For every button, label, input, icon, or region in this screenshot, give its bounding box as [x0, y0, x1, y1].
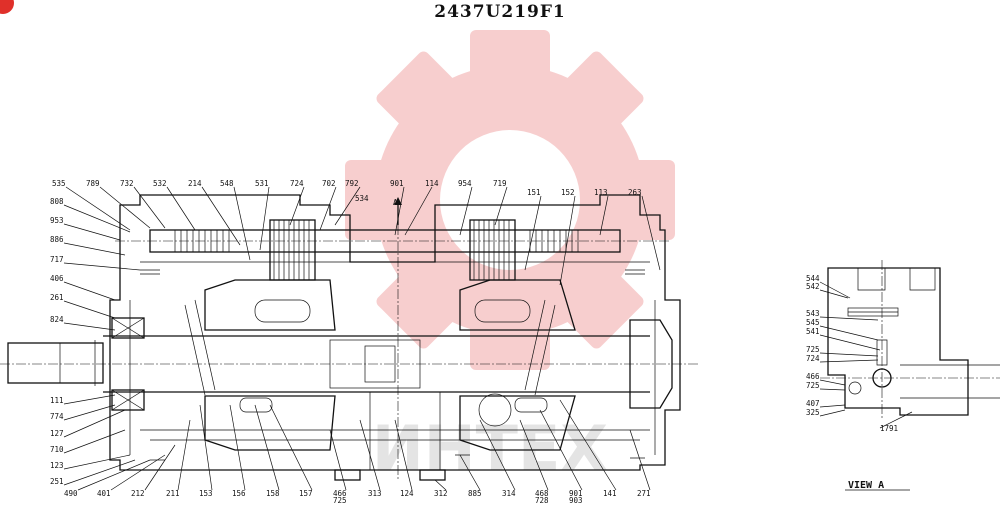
part-label-top-732: 732 [120, 179, 134, 188]
view-a-label-542: 542 [806, 282, 820, 291]
part-label-bottom-313: 313 [368, 489, 382, 498]
part-label-top-151: 151 [527, 188, 541, 197]
part-number-labels: 535 789 732 532 214 548 531 724 702 792 901 114 954 7… [50, 179, 651, 505]
view-a-label-466: 466 [806, 372, 820, 381]
part-label-left-261: 261 [50, 293, 64, 302]
main-section-view: A [0, 194, 700, 481]
part-label-top-531: 531 [255, 179, 269, 188]
part-label-bottom-468: 468 [535, 489, 549, 498]
part-label-bottom-271: 271 [637, 489, 651, 498]
view-a-label-541: 541 [806, 327, 820, 336]
part-label-bottom-314: 314 [502, 489, 516, 498]
part-label-top-702: 702 [322, 179, 336, 188]
part-label-bottom-211: 211 [166, 489, 180, 498]
part-label-bottom-728: 728 [535, 496, 549, 505]
part-label-left-127: 127 [50, 429, 64, 438]
part-label-top-113: 113 [594, 188, 608, 197]
part-label-top-954: 954 [458, 179, 472, 188]
part-label-top-532: 532 [153, 179, 167, 188]
part-label-bottom-901: 901 [569, 489, 583, 498]
part-label-bottom-466: 466 [333, 489, 347, 498]
part-label-bottom-157: 157 [299, 489, 313, 498]
leader-lines [63, 186, 913, 491]
part-label-top-724: 724 [290, 179, 304, 188]
part-label-bottom-124: 124 [400, 489, 414, 498]
view-a-label-325: 325 [806, 408, 820, 417]
part-label-left-111: 111 [50, 396, 64, 405]
view-a-label-724: 724 [806, 354, 820, 363]
part-label-left-774: 774 [50, 412, 64, 421]
section-arrow-label: A [393, 198, 398, 207]
part-label-bottom-158: 158 [266, 489, 280, 498]
view-a-label-1791: 1791 [880, 424, 898, 433]
left-gear-teeth [174, 230, 230, 252]
part-label-top-535: 535 [52, 179, 66, 188]
part-label-bottom-725: 725 [333, 496, 347, 505]
part-label-top-901: 901 [390, 179, 404, 188]
part-label-bottom-885: 885 [468, 489, 482, 498]
part-label-bottom-312: 312 [434, 489, 448, 498]
view-a-label-543: 543 [806, 309, 820, 318]
part-label-top-114: 114 [425, 179, 439, 188]
view-a-label-725: 725 [806, 345, 820, 354]
view-a-detail: VIEW A [820, 260, 1000, 491]
view-a-label-544: 544 [806, 274, 820, 283]
part-label-left-123: 123 [50, 461, 64, 470]
view-a-label-545: 545 [806, 318, 820, 327]
part-label-left-886: 886 [50, 235, 64, 244]
watermark-gear-icon [345, 30, 675, 370]
part-label-left-406: 406 [50, 274, 64, 283]
part-label-left-824: 824 [50, 315, 64, 324]
part-label-top-152: 152 [561, 188, 575, 197]
part-label-bottom-490: 490 [64, 489, 78, 498]
part-label-left-251: 251 [50, 477, 64, 486]
part-label-left-808: 808 [50, 197, 64, 206]
part-label-left-710: 710 [50, 445, 64, 454]
view-a-label-407: 407 [806, 399, 820, 408]
part-label-bottom-141: 141 [603, 489, 617, 498]
part-label-bottom-156: 156 [232, 489, 246, 498]
part-label-left-953: 953 [50, 216, 64, 225]
part-label-bottom-903: 903 [569, 496, 583, 505]
part-label-top-719: 719 [493, 179, 507, 188]
part-label-top-792: 792 [345, 179, 359, 188]
part-label-bottom-153: 153 [199, 489, 213, 498]
view-a-label-725: 725 [806, 381, 820, 390]
part-label-top-789: 789 [86, 179, 100, 188]
part-label-top-214: 214 [188, 179, 202, 188]
part-label-left-717: 717 [50, 255, 64, 264]
part-label-top-534: 534 [355, 194, 369, 203]
part-label-top-263: 263 [628, 188, 642, 197]
corner-badge [0, 0, 14, 14]
drawing-title: 2437U219F1 [434, 2, 566, 22]
part-label-bottom-401: 401 [97, 489, 111, 498]
view-a-caption: VIEW A [848, 480, 884, 491]
part-label-top-548: 548 [220, 179, 234, 188]
part-label-bottom-212: 212 [131, 489, 145, 498]
watermark-text: ИНТЕХ [372, 412, 608, 485]
